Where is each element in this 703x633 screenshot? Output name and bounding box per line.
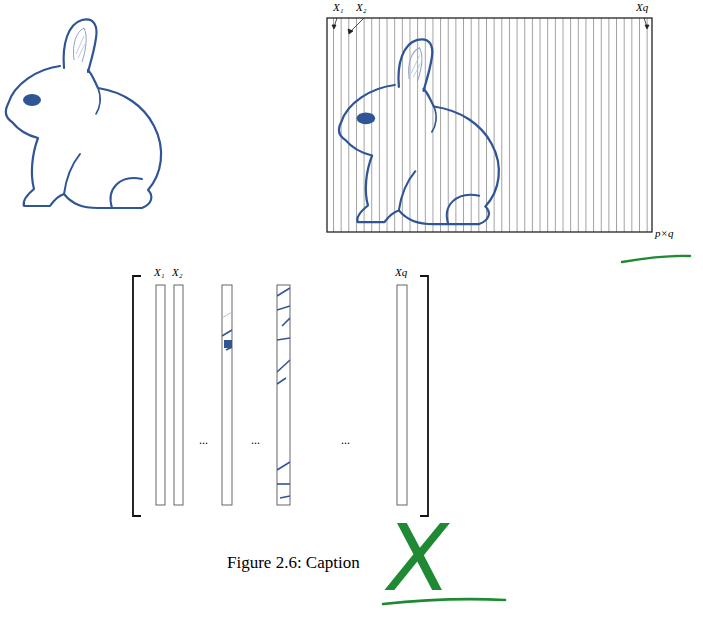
column-label: Xq xyxy=(395,266,407,279)
green-underline xyxy=(622,256,690,262)
bunny-drawing xyxy=(6,19,161,208)
column-content xyxy=(222,312,232,350)
column-label: X₁ xyxy=(154,266,165,279)
figure-caption: Figure 2.6: Caption xyxy=(227,553,360,573)
bunny-drawing xyxy=(339,39,499,224)
right-bracket xyxy=(420,276,428,516)
left-bracket xyxy=(133,276,141,516)
handwritten-mark: X xyxy=(380,518,455,601)
dimension-label: p×q xyxy=(655,227,673,240)
ellipsis: ... xyxy=(251,434,260,446)
leader-arrows xyxy=(332,18,649,34)
matrix-columns xyxy=(156,285,407,505)
column-label: Xq xyxy=(636,1,648,14)
image-frame xyxy=(327,18,652,232)
pixel-columns xyxy=(327,18,652,232)
column-content xyxy=(277,288,290,498)
ellipsis: ... xyxy=(341,434,350,446)
column-label: X₂ xyxy=(356,1,367,14)
ellipsis: ... xyxy=(199,434,208,446)
column-label: X₂ xyxy=(172,266,183,279)
column-label: X₁ xyxy=(333,1,344,14)
